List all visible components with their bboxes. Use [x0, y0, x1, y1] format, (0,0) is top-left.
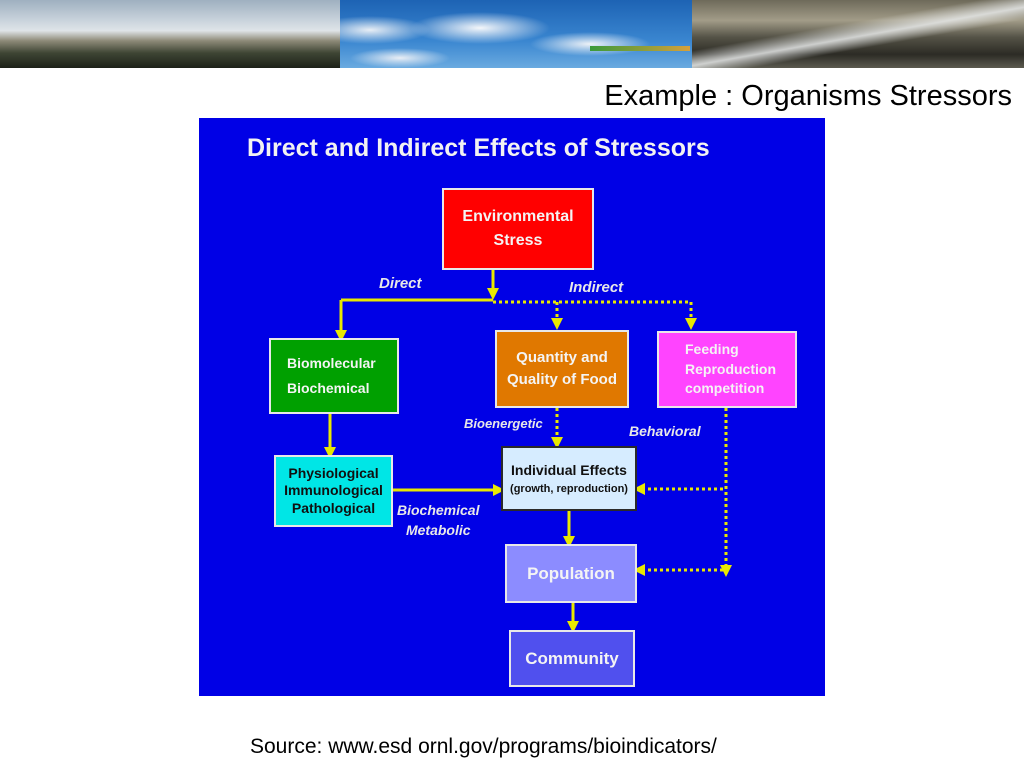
source-citation: Source: www.esd ornl.gov/programs/bioind…	[250, 735, 717, 758]
header-banner	[0, 0, 1024, 68]
plain-landscape-photo	[0, 0, 340, 68]
node-individual-effects: Individual Effects (growth, reproduction…	[501, 446, 637, 511]
individual-effects-subtitle: (growth, reproduction)	[510, 482, 628, 495]
node-quantity-quality-food: Quantity and Quality of Food	[495, 330, 629, 408]
node-physiological-immunological-pathological: Physiological Immunological Pathological	[274, 455, 393, 527]
individual-effects-title: Individual Effects	[511, 461, 627, 478]
connector-lines	[324, 270, 732, 633]
slide-title: Example : Organisms Stressors	[604, 80, 1012, 112]
label-behavioral: Behavioral	[629, 423, 701, 439]
sky-clouds-photo	[340, 0, 692, 68]
node-biomolecular-biochemical: Biomolecular Biochemical	[269, 338, 399, 414]
waterfall-photo	[692, 0, 1024, 68]
label-indirect: Indirect	[569, 279, 624, 296]
node-community: Community	[509, 630, 635, 687]
node-environmental-stress: Environmental Stress	[442, 188, 594, 270]
label-biochemical-metabolic: Biochemical Metabolic	[397, 502, 480, 539]
node-population: Population	[505, 544, 637, 603]
diagram-title: Direct and Indirect Effects of Stressors	[247, 134, 710, 162]
label-direct: Direct	[379, 275, 422, 292]
stressor-effects-diagram: Direct and Indirect Effects of Stressors…	[199, 118, 825, 696]
node-feeding-reproduction-competition: Feeding Reproduction competition	[657, 331, 797, 408]
label-bioenergetic: Bioenergetic	[464, 416, 543, 431]
